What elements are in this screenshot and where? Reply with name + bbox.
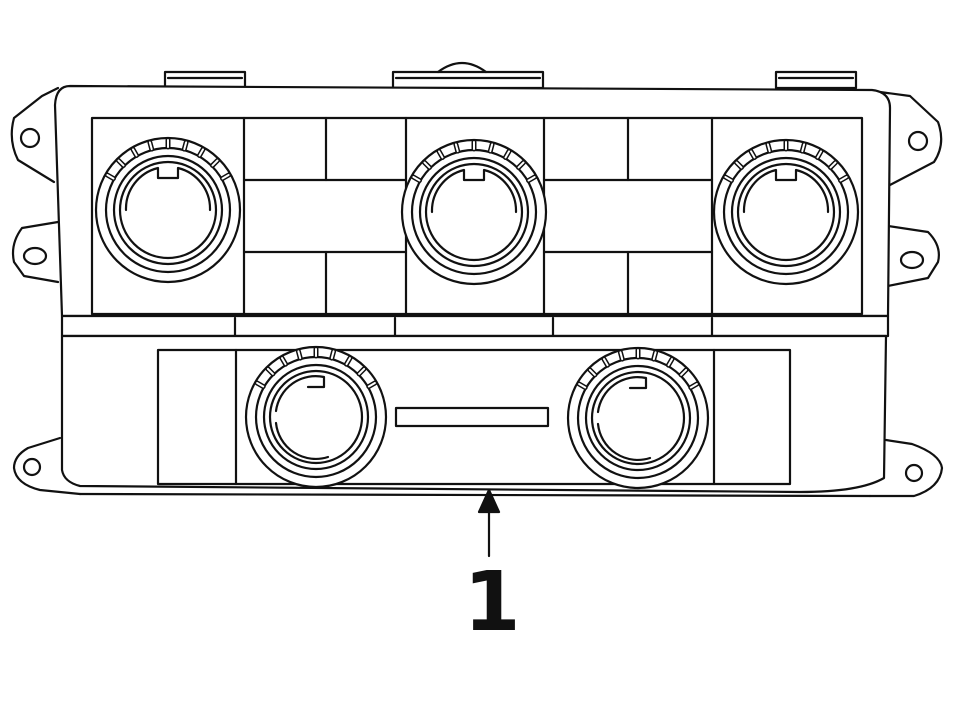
- callout-arrow: [479, 490, 499, 556]
- callout-number: 1: [463, 555, 521, 650]
- right-mounting-ears: [870, 92, 942, 496]
- lower-knob-right[interactable]: [568, 348, 708, 488]
- lower-faceplate: [158, 350, 790, 484]
- upper-knob-right[interactable]: [714, 140, 858, 284]
- display-slot: [396, 408, 548, 426]
- lower-knob-left[interactable]: [246, 347, 386, 487]
- upper-faceplate: [92, 118, 862, 314]
- lower-knob-group: [246, 347, 708, 488]
- top-clips: [165, 63, 856, 88]
- upper-knob-center[interactable]: [402, 140, 546, 284]
- upper-knob-left[interactable]: [96, 138, 240, 282]
- upper-knob-group: [96, 138, 858, 284]
